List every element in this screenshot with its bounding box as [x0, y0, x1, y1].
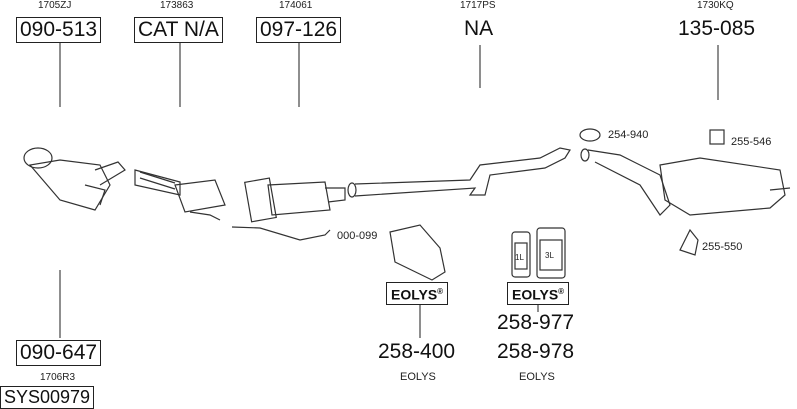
part-number-na[interactable]: NA — [464, 17, 494, 40]
part-code-174061: 174061 — [279, 0, 313, 11]
part-number-258-977[interactable]: 258-977 — [497, 311, 575, 334]
clamp-icon — [579, 128, 601, 142]
set-number[interactable]: SYS00979 — [0, 386, 95, 409]
eolys-label-tank: EOLYS — [400, 371, 436, 383]
part-number-258-978[interactable]: 258-978 — [497, 340, 575, 363]
part-number-090-513[interactable]: 090-513 — [16, 17, 102, 43]
part-code-1706r3: 1706R3 — [40, 372, 76, 383]
additive-tank-icon — [389, 224, 446, 281]
part-code-1717ps: 1717PS — [460, 0, 496, 11]
bottle-3l-label: 3L — [545, 251, 554, 260]
sensor-wire — [231, 226, 331, 241]
part-number-135-085[interactable]: 135-085 — [678, 17, 756, 40]
eolys-label-fluid: EOLYS — [519, 371, 555, 383]
part-number-097-126[interactable]: 097-126 — [256, 17, 342, 43]
eolys-logo-tank: EOLYS® — [386, 282, 449, 305]
bottle-1l-label: 1L — [515, 253, 524, 262]
bracket-icon — [679, 228, 699, 256]
catalytic-converter-front — [23, 147, 126, 211]
part-number-cat-na[interactable]: CAT N/A — [134, 17, 223, 43]
rubber-mount-icon — [709, 129, 725, 145]
part-code-1730kq: 1730KQ — [697, 0, 734, 11]
registered-mark: ® — [437, 287, 444, 296]
part-number-254-940[interactable]: 254-940 — [608, 129, 649, 141]
part-number-000-099[interactable]: 000-099 — [337, 230, 378, 242]
eolys-logo-text: EOLYS — [391, 286, 438, 303]
eolys-logo-text: EOLYS — [512, 286, 559, 303]
part-code-173863: 173863 — [160, 0, 194, 11]
part-number-255-550[interactable]: 255-550 — [702, 241, 743, 253]
particulate-filter-097-126 — [244, 177, 346, 223]
registered-mark: ® — [558, 287, 565, 296]
part-number-090-647[interactable]: 090-647 — [16, 340, 102, 366]
eolys-logo-fluid: EOLYS® — [507, 282, 570, 305]
part-code-1705zj: 1705ZJ — [38, 0, 72, 11]
middle-pipe — [347, 147, 571, 198]
fluid-bottles-icon — [511, 227, 566, 279]
catalytic-converter-173863 — [134, 169, 226, 221]
part-number-258-400[interactable]: 258-400 — [378, 340, 456, 363]
rear-silencer — [580, 148, 791, 216]
part-number-255-546[interactable]: 255-546 — [731, 136, 772, 148]
